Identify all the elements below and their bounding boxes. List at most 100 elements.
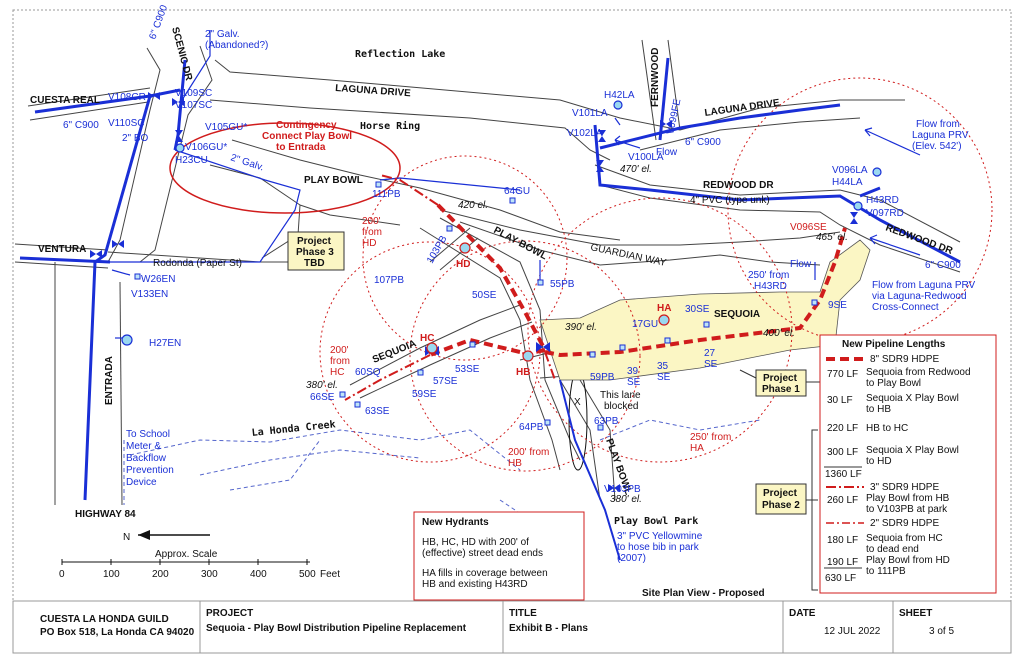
hydrant-ha-label: HA — [657, 303, 671, 314]
v107sc-label: V107SC — [175, 100, 212, 111]
ventura-label: VENTURA — [38, 244, 86, 255]
play-bowl-label: PLAY BOWL — [304, 175, 363, 186]
radius-ha-label-2: HA — [690, 443, 704, 454]
main-pipes — [19, 57, 961, 501]
scale-tick: 300 — [201, 569, 218, 580]
node-57se-label: 57SE — [433, 376, 458, 387]
v106gu-label: V106GU* — [185, 142, 227, 153]
scale-tick: 100 — [103, 569, 120, 580]
radius-h43rd-label-2: H43RD — [754, 281, 787, 292]
project-label: PROJECT — [206, 608, 253, 619]
legend-row-length: 300 LF — [827, 447, 858, 458]
legend-row-desc: to Play Bowl — [866, 378, 921, 389]
scale-unit: Feet — [320, 569, 340, 580]
legend-row-length: 770 LF — [827, 369, 858, 380]
legend-row-length: 180 LF — [827, 535, 858, 546]
sequoia-label-east: SEQUOIA — [714, 309, 760, 320]
phase3-box — [287, 231, 345, 271]
node-17gu-label: 17GU — [632, 319, 658, 330]
hydrant-note-line: (effective) street dead ends — [422, 548, 543, 559]
h44la-label: H44LA — [832, 177, 863, 188]
scale-bar: N Approx. Scale 0 100 200 300 400 500 Fe… — [59, 530, 340, 580]
node-107pb-label: 107PB — [374, 275, 404, 286]
node-103pb-label: 103PB — [425, 234, 450, 266]
pipeline-legend: New Pipeline Lengths 8" SDR9 HDPE 770 LF… — [811, 334, 997, 594]
elev-380-label: 380' el. — [306, 380, 338, 391]
hydrant-hb-label: HB — [516, 367, 530, 378]
rodonda-label: Rodonda (Paper St) — [153, 258, 242, 269]
prv-cross-label-2: via Laguna-Redwood — [872, 291, 967, 302]
school-meter-label: To School — [126, 429, 170, 440]
radius-hc-label-2: from — [330, 356, 350, 367]
prv-cross-label-3: Cross-Connect — [872, 302, 939, 313]
node-111pb-label: 111PB — [372, 189, 401, 200]
hydrant-note-box: New Hydrants HB, HC, HD with 200' of (ef… — [413, 511, 585, 601]
node-59pb-label: 59PB — [590, 372, 615, 383]
node-9se-label: 9SE — [828, 300, 847, 311]
valve-symbols — [90, 92, 858, 492]
node-39se-label: 39 — [627, 366, 639, 377]
project-value: Sequoia - Play Bowl Distribution Pipelin… — [206, 623, 467, 634]
yellowmine-label: 3" PVC Yellowmine — [617, 531, 703, 542]
reflection-lake-label: Reflection Lake — [355, 48, 445, 60]
phase3-label-2: Phase 3 — [296, 247, 334, 258]
elev-380-park-label: 380' el. — [610, 494, 642, 505]
prv-flow-label-2: Laguna PRV — [912, 130, 969, 141]
legend-row-desc: to V103PB at park — [866, 504, 948, 515]
legend-row-length: 260 LF — [827, 495, 858, 506]
galv-abandoned-label: 2" Galv. — [205, 29, 240, 40]
legend-title: New Pipeline Lengths — [842, 339, 946, 350]
site-plan-view-label: Site Plan View - Proposed — [642, 588, 765, 599]
galv-abandoned-label-2: (Abandoned?) — [205, 40, 268, 51]
title-block: CUESTA LA HONDA GUILD PO Box 518, La Hon… — [12, 600, 1012, 654]
node-60sq-label: 60SQ — [355, 367, 381, 378]
prv-flow-label: Flow from — [916, 119, 960, 130]
radius-hd-label-2: from — [362, 227, 382, 238]
radius-hc-label: 200' — [330, 345, 349, 356]
yellowmine-label-2: to hose bib in park — [617, 542, 700, 553]
legend-2in-label: 2" SDR9 HDPE — [870, 518, 939, 529]
phase1-label: Project — [763, 373, 798, 384]
v103pb-label: V103PB — [604, 484, 641, 495]
hydrant-symbols — [121, 100, 882, 362]
coverage-circles — [319, 77, 993, 472]
v096se-label: V096SE — [790, 222, 827, 233]
bo-label: 2" BO — [122, 133, 149, 144]
prv-flow-label-3: (Elev. 542') — [912, 141, 962, 152]
node-27se-label-2: SE — [704, 359, 718, 370]
sheet-value: 3 of 5 — [929, 626, 954, 637]
school-meter-label-4: Prevention — [126, 465, 174, 476]
radius-hd-label: 200' — [362, 216, 381, 227]
pipe-c900-label-west: 6" C900 — [63, 120, 99, 131]
highway-label: HIGHWAY 84 — [75, 509, 136, 520]
radius-labels: 200' from HD 200' from HC 200' from HB 2… — [330, 216, 789, 469]
node-64pb-label: 64PB — [519, 422, 544, 433]
elevation-labels: 470' el. 420 el. 465' el. 390' el. 400' … — [306, 164, 848, 505]
laguna-drive-label-east: LAGUNA DRIVE — [704, 97, 781, 118]
elev-390-label: 390' el. — [565, 322, 597, 333]
elev-470-label: 470' el. — [620, 164, 652, 175]
pvc-label: 4" PVC (type unk) — [690, 195, 770, 206]
node-53se-label: 53SE — [455, 364, 480, 375]
v109sc-label: V109SC — [175, 88, 212, 99]
legend-row-desc: Play Bowl from HB — [866, 493, 950, 504]
pipe-c900-label: 6" C900 — [147, 3, 170, 41]
flow-label: Flow — [656, 147, 678, 158]
h42la-label: H42LA — [604, 90, 635, 101]
node-50se-label: 50SE — [472, 290, 497, 301]
horse-ring-label: Horse Ring — [360, 120, 420, 132]
fernwood-label: FERNWOOD — [650, 48, 661, 107]
school-meter-label-5: Device — [126, 477, 157, 488]
node-63se-label: 63SE — [365, 406, 390, 417]
contingency-label-2: Connect Play Bowl — [262, 131, 352, 142]
school-meter-label-2: Meter & — [126, 441, 161, 452]
lane-x-mark: X — [574, 397, 581, 408]
callouts: Contingency Connect Play Bowl to Entrada… — [126, 120, 820, 515]
node-35se-label: 35 — [657, 361, 669, 372]
node-39se-label-2: SE — [627, 377, 641, 388]
phase3-label: Project — [297, 236, 332, 247]
legend-total-2in: 630 LF — [825, 573, 856, 584]
node-squares — [134, 181, 818, 431]
flow-arrows — [614, 127, 921, 280]
